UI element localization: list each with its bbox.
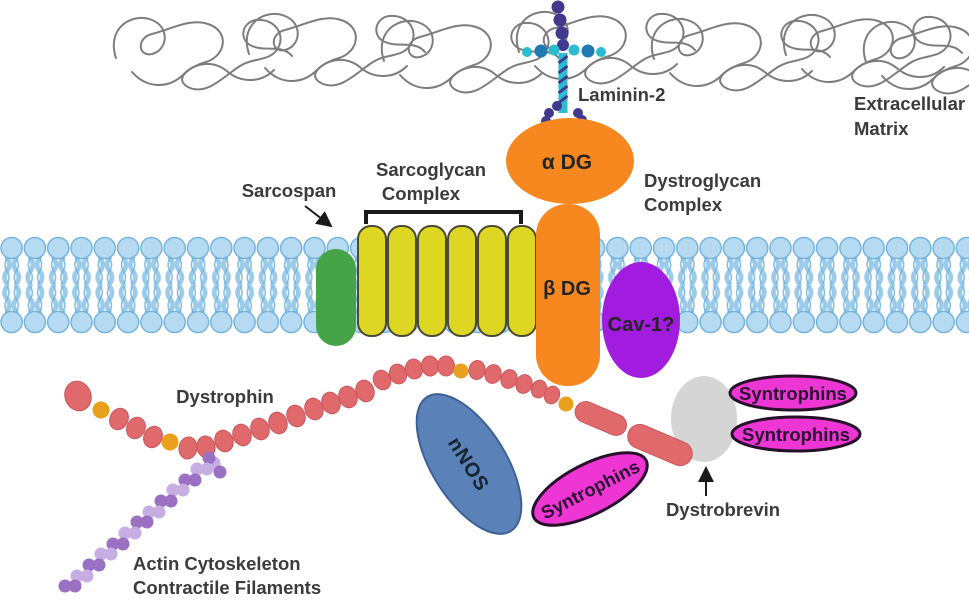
dystroglycan-label-line1: Dystroglycan	[644, 170, 761, 191]
sarcoglycan-bracket	[364, 210, 523, 224]
beta-dg-label: β DG	[543, 278, 591, 300]
dystrophin-label: Dystrophin	[176, 386, 274, 407]
sarcoglycan-label-line2: Complex	[382, 183, 461, 204]
extracellular-matrix-label-line2: Matrix	[854, 118, 909, 139]
cav1-label: Cav-1?	[608, 314, 675, 336]
syntrophins-upper-shape	[728, 374, 858, 412]
alpha-dg-shape	[506, 118, 634, 204]
alpha-dg-label: α DG	[542, 151, 592, 174]
syntrophins-lower-label: Syntrophins	[742, 424, 850, 445]
sarcospan-label: Sarcospan	[242, 180, 337, 201]
dystrobrevin-shape	[671, 376, 737, 462]
laminin2-label: Laminin-2	[578, 84, 665, 105]
cav1-shape	[602, 262, 680, 378]
syntrophins-rotated-shape	[531, 451, 649, 527]
dystroglycan-label-line2: Complex	[644, 194, 723, 215]
actin-filament	[58, 451, 227, 593]
sarcospan-arrow	[304, 205, 333, 228]
dystrophin-chain	[64, 355, 693, 467]
beta-dg-shape	[536, 204, 600, 386]
extracellular-matrix-label-line1: Extracellular	[854, 93, 965, 114]
nnos-shape	[415, 393, 523, 535]
actin-label-line1: Actin Cytoskeleton	[133, 553, 301, 574]
sarcoglycan-label-line1: Sarcoglycan	[376, 159, 486, 180]
dystrobrevin-label: Dystrobrevin	[666, 499, 780, 520]
sarcoglycan-complex	[357, 225, 537, 337]
sarcospan-shape	[316, 249, 356, 346]
syntrophins-upper-label: Syntrophins	[739, 383, 847, 404]
actin-label-line2: Contractile Filaments	[133, 577, 321, 598]
syntrophins-lower-shape	[730, 415, 862, 453]
laminin2-structure	[522, 0, 606, 137]
